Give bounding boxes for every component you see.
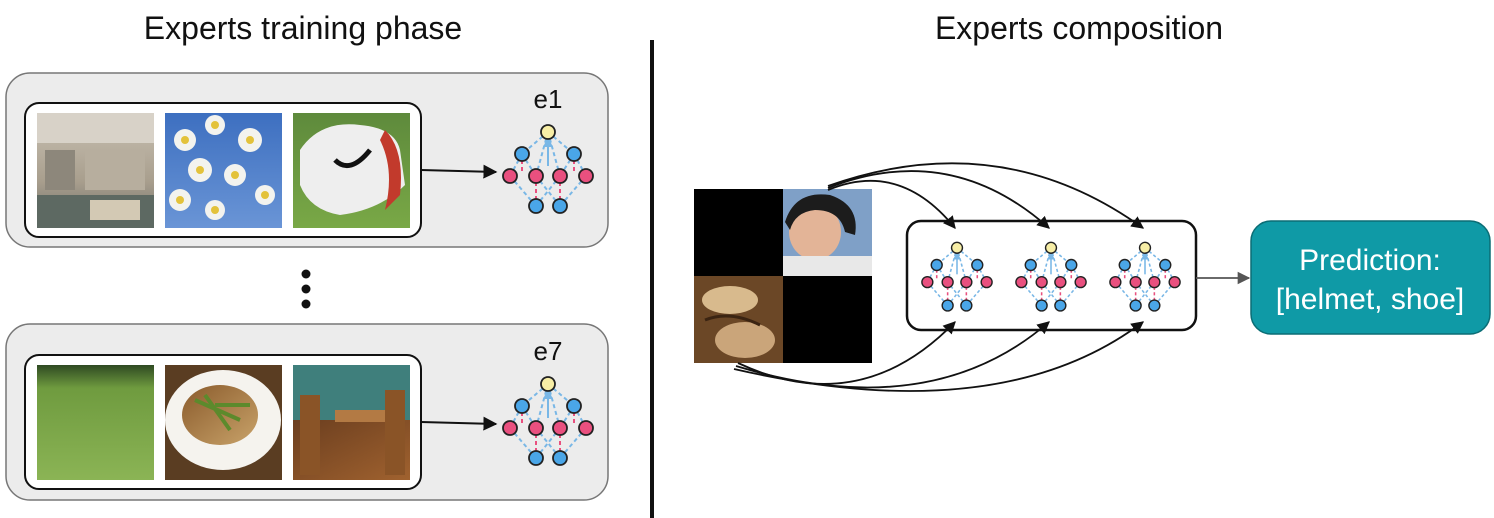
image-daisies: [165, 113, 282, 228]
image-grass: [37, 365, 154, 480]
prediction-value: [helmet, shoe]: [1276, 283, 1464, 316]
prediction-label: Prediction:: [1299, 244, 1441, 277]
routing-arrows-bottom: [733, 321, 1145, 392]
routing-arrows-top: [827, 162, 1145, 229]
image-shoe: [293, 113, 410, 228]
composed-experts-box: [905, 219, 1198, 332]
expert-label-e7: e7: [534, 336, 563, 366]
expert-panel-e1: e1: [5, 72, 609, 248]
composition-title: Experts composition: [935, 10, 1223, 46]
expert-panel-e7: e7: [5, 323, 609, 501]
image-dining-table: [293, 365, 410, 480]
expert-label-e1: e1: [534, 84, 563, 114]
image-food-plate: [165, 365, 282, 480]
image-building: [37, 113, 154, 228]
ellipsis-icon: [301, 269, 311, 309]
training-phase-title: Experts training phase: [144, 10, 462, 46]
mosaic-input-image: [694, 189, 872, 363]
prediction-box: Prediction: [helmet, shoe]: [1250, 220, 1491, 335]
